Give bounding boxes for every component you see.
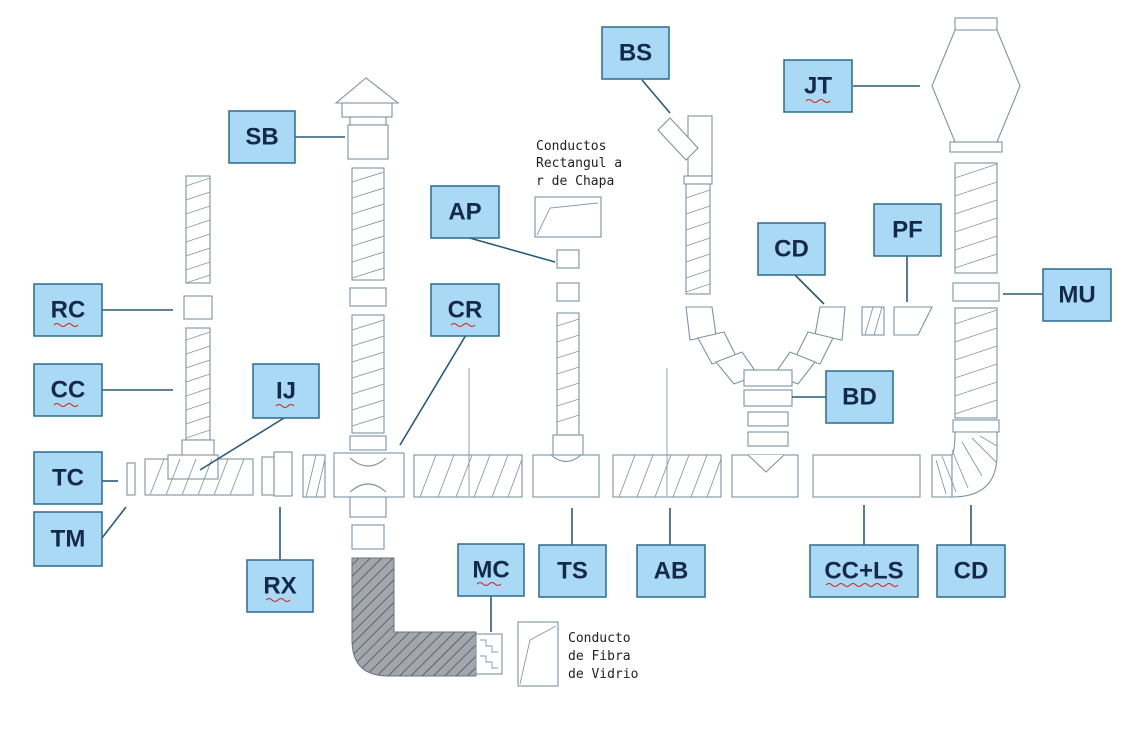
label-tc: TC (33, 451, 103, 505)
label-tm: TM (33, 511, 103, 567)
rect-duct-symbol (534, 196, 602, 238)
label-rx: RX (246, 559, 314, 613)
label-jt: JT (783, 59, 853, 113)
label-cr: CR (430, 283, 500, 337)
label-cd-bottom: CD (936, 544, 1006, 598)
svg-text:IJ: IJ (276, 378, 296, 405)
svg-text:SB: SB (245, 124, 278, 151)
rect-note-line1: Conductos (536, 139, 606, 154)
svg-text:TM: TM (51, 526, 86, 553)
svg-text:RC: RC (51, 297, 86, 324)
rectangular-duct-note: Conductos Rectangul a r de Chapa (534, 139, 622, 238)
svg-text:TC: TC (52, 465, 84, 492)
label-ap: AP (430, 185, 500, 239)
label-cd-top: CD (757, 222, 826, 276)
fiberglass-duct-symbol (517, 621, 559, 687)
label-ab: AB (636, 544, 706, 598)
svg-text:CD: CD (774, 236, 809, 263)
svg-text:CC+LS: CC+LS (824, 558, 903, 585)
svg-text:BS: BS (619, 40, 652, 67)
spiral-seams (149, 163, 998, 669)
fiberglass-elbow (351, 557, 477, 677)
svg-text:BD: BD (842, 384, 877, 411)
label-rc: RC (33, 283, 103, 337)
fiberglass-duct-note: Conducto de Fibra de Vidrio (517, 621, 638, 687)
label-cc: CC (33, 363, 103, 417)
label-ij: IJ (252, 363, 320, 419)
label-pf: PF (873, 203, 942, 257)
svg-text:MU: MU (1058, 282, 1095, 309)
leader-lines (101, 79, 1043, 632)
svg-text:CD: CD (954, 558, 989, 585)
label-bd: BD (825, 370, 894, 424)
svg-text:RX: RX (263, 573, 296, 600)
svg-text:CC: CC (51, 377, 86, 404)
svg-text:AP: AP (448, 199, 481, 226)
label-sb: SB (228, 110, 296, 164)
fibra-note-line2: de Fibra (568, 649, 631, 664)
label-bs: BS (601, 26, 670, 80)
svg-text:PF: PF (892, 217, 923, 244)
svg-text:MC: MC (472, 557, 509, 584)
rect-note-line3: r de Chapa (536, 174, 614, 189)
svg-text:AB: AB (654, 558, 689, 585)
svg-text:JT: JT (804, 73, 832, 100)
fibra-note-line3: de Vidrio (568, 667, 638, 682)
rect-note-line2: Rectangul a (536, 156, 622, 171)
fibra-note-line1: Conducto (568, 631, 631, 646)
svg-text:TS: TS (557, 558, 588, 585)
duct-pieces (126, 17, 1021, 677)
label-mu: MU (1042, 268, 1112, 322)
svg-text:CR: CR (448, 297, 483, 324)
label-cc-ls: CC+LS (809, 544, 919, 598)
label-ts: TS (538, 544, 607, 598)
label-mc: MC (457, 543, 525, 597)
